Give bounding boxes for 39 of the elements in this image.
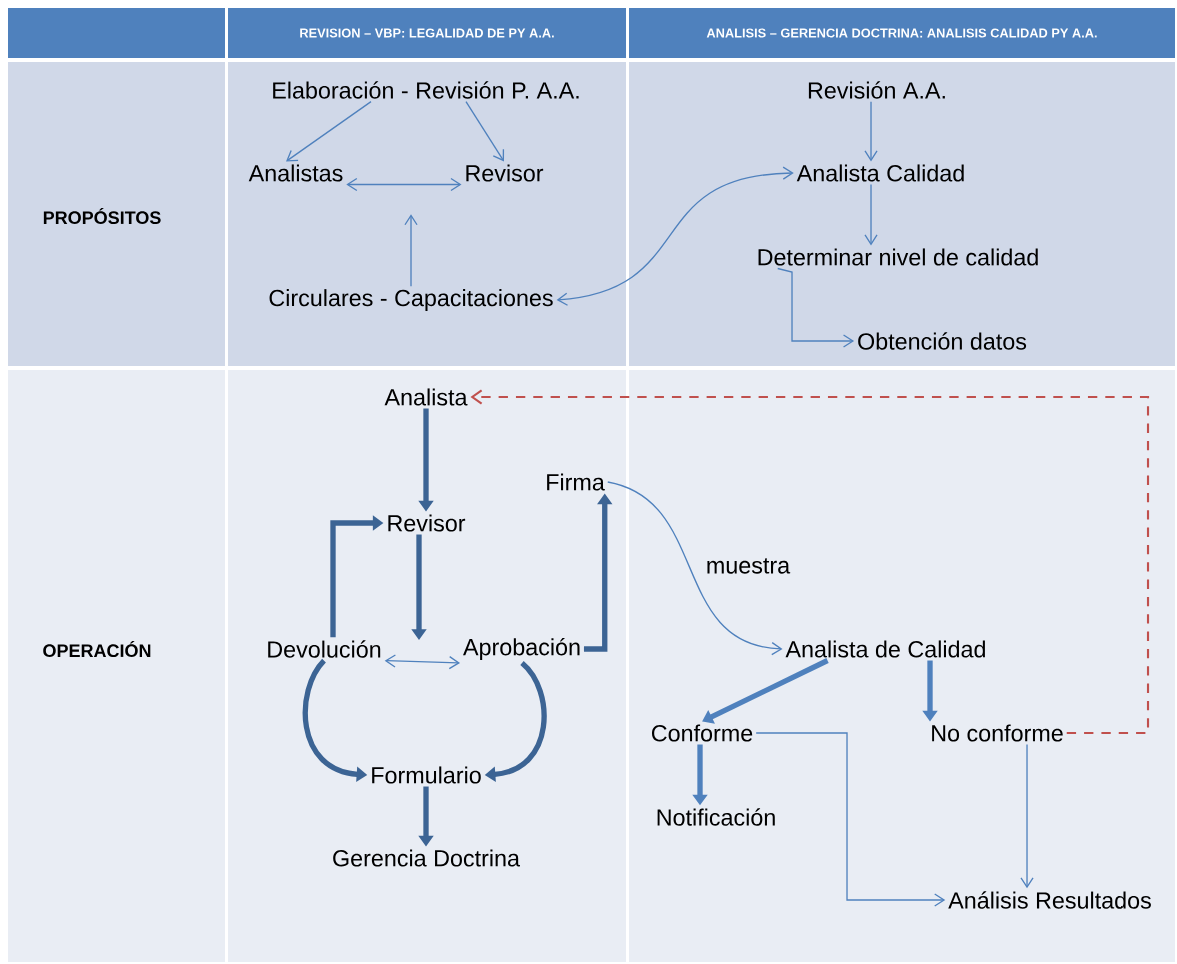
step-text: Obtención datos xyxy=(858,332,1027,350)
step-text: Analista de Calidad xyxy=(785,640,985,658)
step-text: Analista xyxy=(384,388,468,406)
column-header: REVISION – VBP: LEGALIDAD DE PY A.A. xyxy=(228,8,626,58)
arrow xyxy=(286,100,372,162)
step-text: Elaboración - Revisión P. A.A. xyxy=(273,81,579,99)
arrow xyxy=(346,177,462,192)
arrow xyxy=(777,267,855,348)
row-header: OPERACIÓN xyxy=(8,370,225,962)
step-text: Revisión A.A. xyxy=(808,81,945,99)
step-text: No conforme xyxy=(932,724,1063,742)
step-text: Aprobación xyxy=(463,638,580,661)
arrow xyxy=(465,100,505,162)
column-header: ANALISIS – GERENCIA DOCTRINA: ANALISIS CALIDAD PY A.A. xyxy=(629,8,1175,58)
arrow xyxy=(384,654,461,670)
step-text: Circulares - Capacitaciones xyxy=(269,289,553,311)
edge-label: muestra xyxy=(704,557,792,575)
step-text: Gerencia Doctrina xyxy=(333,849,520,867)
step-text: Revisor xyxy=(466,164,544,182)
arrow xyxy=(1020,743,1034,889)
step-text: Determinar nivel de calidad xyxy=(758,248,1038,266)
step-text: Devolución xyxy=(268,640,381,658)
arrow xyxy=(755,732,946,907)
step-text: Analistas xyxy=(248,164,343,182)
step-text: Formulario xyxy=(372,766,481,784)
step-text: Análisis Resultados xyxy=(948,891,1151,909)
arrow xyxy=(864,100,878,162)
row-header: PROPÓSITOS xyxy=(8,62,225,366)
step-text: Notificación xyxy=(657,808,775,826)
step-text: Firma xyxy=(547,473,605,491)
step-text: Conforme xyxy=(652,724,753,742)
arrow xyxy=(702,658,829,724)
arrow xyxy=(404,214,418,287)
arrow xyxy=(470,389,1150,735)
arrow xyxy=(607,481,783,656)
step-text: Revisor xyxy=(388,514,466,532)
arrow xyxy=(556,166,794,306)
arrow xyxy=(864,183,878,246)
step-text: Analista Calidad xyxy=(796,164,964,182)
